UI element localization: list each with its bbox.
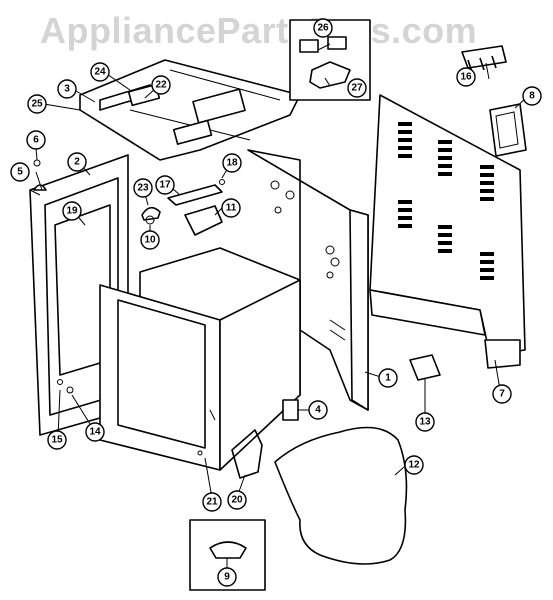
callout-23: 23 <box>133 178 153 198</box>
callout-4: 4 <box>308 400 328 420</box>
bracket-17 <box>167 184 223 236</box>
callout-label: 19 <box>66 206 78 217</box>
callout-3: 3 <box>57 79 77 99</box>
callout-17: 17 <box>155 175 175 195</box>
callout-19: 19 <box>62 201 82 221</box>
callout-25: 25 <box>27 94 47 114</box>
callout-label: 15 <box>51 435 63 446</box>
callout-16: 16 <box>456 67 476 87</box>
part-8 <box>489 103 527 157</box>
callout-12: 12 <box>404 455 424 475</box>
callout-label: 7 <box>499 389 505 400</box>
callout-label: 14 <box>89 427 101 438</box>
hinge-20 <box>231 429 263 479</box>
callout-24: 24 <box>90 62 110 82</box>
callout-7: 7 <box>492 384 512 404</box>
callout-label: 13 <box>419 417 431 428</box>
callout-6: 6 <box>26 130 46 150</box>
callout-10: 10 <box>140 230 160 250</box>
callout-label: 21 <box>206 497 218 508</box>
callout-9: 9 <box>217 567 237 587</box>
insulation-12 <box>274 426 408 565</box>
callout-label: 6 <box>33 135 39 146</box>
callout-label: 22 <box>155 80 167 91</box>
callout-label: 8 <box>529 91 535 102</box>
callout-label: 27 <box>351 83 363 94</box>
callout-26: 26 <box>313 18 333 38</box>
callout-label: 12 <box>408 460 420 471</box>
callout-label: 10 <box>144 235 156 246</box>
callout-22: 22 <box>151 75 171 95</box>
side-panel <box>247 149 369 411</box>
callout-label: 16 <box>460 72 472 83</box>
callout-27: 27 <box>347 78 367 98</box>
callout-20: 20 <box>227 490 247 510</box>
callout-label: 5 <box>17 167 23 178</box>
callout-1: 1 <box>378 368 398 388</box>
part-23 <box>141 206 161 221</box>
callout-5: 5 <box>10 162 30 182</box>
callout-label: 2 <box>74 157 80 168</box>
callout-label: 4 <box>315 405 321 416</box>
callout-label: 11 <box>226 203 237 214</box>
callout-2: 2 <box>67 152 87 172</box>
callout-label: 18 <box>226 158 238 169</box>
callout-8: 8 <box>522 86 542 106</box>
oven-cavity <box>99 247 301 471</box>
callout-13: 13 <box>415 412 435 432</box>
block-4 <box>282 399 299 421</box>
back-panel <box>369 94 526 369</box>
callout-15: 15 <box>47 430 67 450</box>
callout-label: 26 <box>317 23 329 34</box>
callout-label: 3 <box>64 84 70 95</box>
callout-11: 11 <box>221 198 241 218</box>
callout-label: 1 <box>385 373 391 384</box>
clip-13 <box>409 354 441 381</box>
callout-label: 17 <box>159 180 171 191</box>
callout-label: 20 <box>231 495 243 506</box>
callout-label: 24 <box>94 67 106 78</box>
callout-label: 25 <box>31 99 43 110</box>
callout-label: 9 <box>224 572 230 583</box>
leader-lines <box>35 43 527 573</box>
callout-14: 14 <box>85 422 105 442</box>
callout-label: 23 <box>137 183 149 194</box>
watermark: AppliancePartsPros.com <box>40 10 478 51</box>
callout-18: 18 <box>222 153 242 173</box>
top-panel <box>79 59 301 161</box>
callout-21: 21 <box>202 492 222 512</box>
